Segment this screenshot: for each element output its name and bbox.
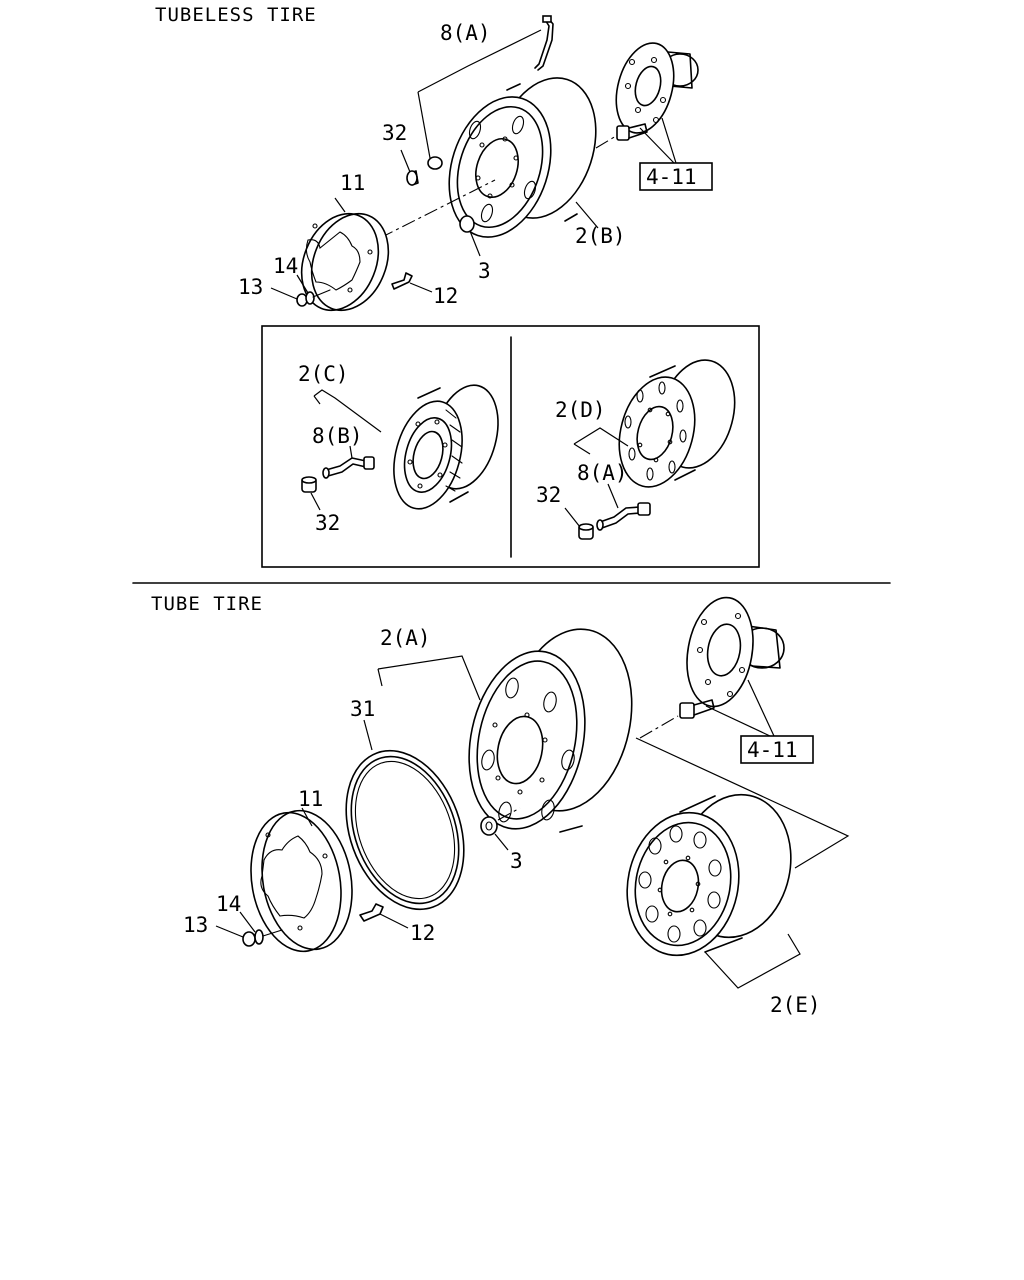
cap-32-left [301, 476, 317, 493]
valve-8a-upper [534, 15, 554, 71]
wheel-cover-11-upper [300, 212, 390, 312]
callout-14-upper: 14 [273, 254, 298, 278]
callout-31: 31 [350, 697, 375, 721]
valve-8b [322, 456, 375, 479]
flap-ring-31 [345, 749, 465, 911]
nut-3-lower [480, 816, 498, 836]
wheel-2c [393, 384, 499, 510]
wheel-2d [618, 359, 736, 488]
wheel-2a [468, 628, 633, 833]
nut-32-upper [406, 156, 443, 186]
callout-3-upper: 3 [478, 259, 491, 283]
nut-3-upper [459, 215, 475, 233]
tube-tire-title: TUBE TIRE [151, 593, 263, 615]
callout-13-lower: 13 [183, 913, 208, 937]
ref-box-4-11-lower [740, 735, 814, 764]
hub-4-11-lower [686, 596, 785, 708]
bolt-12-upper [391, 272, 413, 290]
valve-8a-inset [596, 502, 651, 531]
hub-4-11-upper [615, 42, 699, 134]
variant-inset-box [261, 325, 760, 568]
bolt-12-lower [359, 903, 384, 922]
washer-14-upper [305, 291, 315, 305]
callout-2c: 2(C) [298, 362, 349, 386]
callout-2b: 2(B) [575, 224, 626, 248]
nut-13-lower [242, 931, 256, 947]
wheel-2e [626, 793, 792, 957]
callout-12-lower: 12 [410, 921, 435, 945]
callout-32-inset-right: 32 [536, 483, 561, 507]
callout-11-upper: 11 [340, 171, 365, 195]
callout-12-upper: 12 [433, 284, 458, 308]
callout-8b: 8(B) [312, 424, 363, 448]
callout-32-upper: 32 [382, 121, 407, 145]
wheel-2b [448, 77, 597, 238]
callout-3-lower: 3 [510, 849, 523, 873]
tubeless-tire-title: TUBELESS TIRE [155, 4, 317, 26]
callout-11-lower: 11 [298, 787, 323, 811]
hub-bolt-upper [616, 123, 648, 141]
callout-4-11-upper: 4-11 [646, 165, 697, 189]
ref-box-4-11-upper [639, 162, 713, 191]
callout-14-lower: 14 [216, 892, 241, 916]
hub-bolt-lower [679, 699, 715, 719]
washer-14-lower [254, 929, 264, 945]
callout-2d: 2(D) [555, 398, 606, 422]
wheel-cover-11-lower [250, 809, 353, 953]
callout-4-11-lower: 4-11 [747, 738, 798, 762]
cap-32-right [578, 523, 594, 540]
callout-2e: 2(E) [770, 993, 821, 1017]
callout-13-upper: 13 [238, 275, 263, 299]
callout-2a: 2(A) [380, 626, 431, 650]
callout-8a-upper: 8(A) [440, 21, 491, 45]
callout-8a-inset: 8(A) [577, 461, 628, 485]
callout-32-inset-left: 32 [315, 511, 340, 535]
